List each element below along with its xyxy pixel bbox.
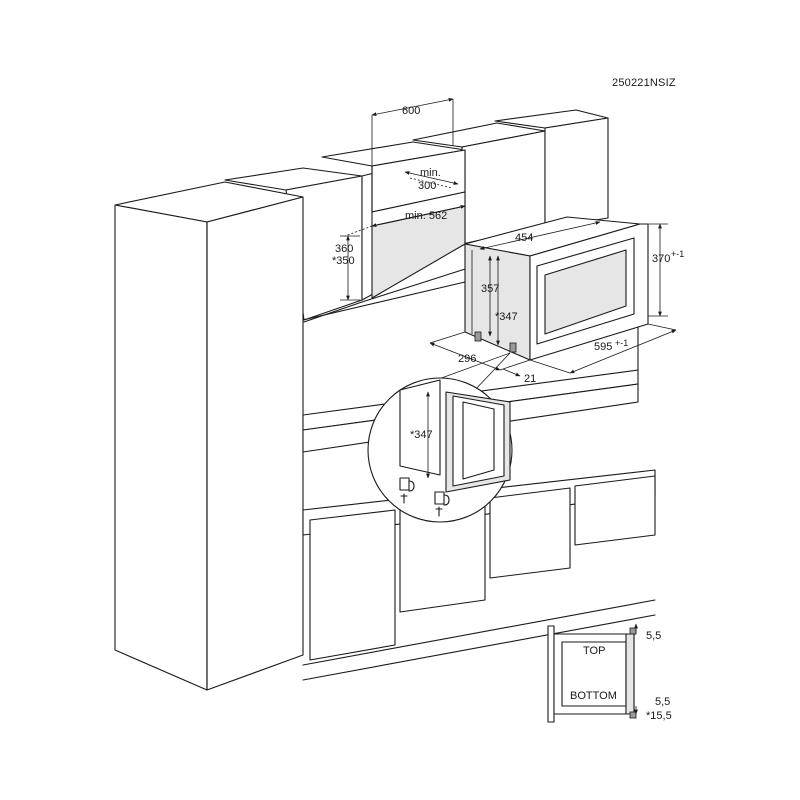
dim-oven-side-depth: 296 <box>458 353 476 365</box>
tall-cabinet <box>114 181 304 691</box>
upper-cabinets <box>224 109 609 323</box>
detail-circle: *347 <box>367 352 513 523</box>
dim-frame-height-tol: +-1 <box>671 249 684 259</box>
frame-bottom-gap-2: *15,5 <box>646 710 672 722</box>
dim-niche-width: 600 <box>402 105 420 117</box>
dim-frame-height: 370 <box>652 253 670 265</box>
dim-niche-depth: 300 <box>418 180 436 192</box>
dim-frame-width-tol: +-1 <box>615 338 628 348</box>
dim-niche-height: 360 <box>335 243 353 255</box>
dim-frame-offset: 21 <box>524 373 536 385</box>
dim-niche-height-alt: *350 <box>332 255 355 267</box>
dim-oven-height: 357 <box>481 283 499 295</box>
frame-top-label: TOP <box>583 645 605 657</box>
dim-frame-width: 595 <box>594 341 612 353</box>
dim-min-label: min. <box>420 167 441 179</box>
niche <box>344 149 466 301</box>
dim-oven-height-alt: *347 <box>495 311 518 323</box>
oven <box>464 216 649 361</box>
drawing-code: 250221NSIZ <box>612 77 676 89</box>
mounting-screw-icon <box>434 491 450 517</box>
frame-detail: TOP BOTTOM 5,5 5,5 *15,5 <box>547 623 672 723</box>
frame-bottom-gap-1: 5,5 <box>655 696 670 708</box>
dim-oven-depth: 454 <box>515 232 533 244</box>
frame-bottom-label: BOTTOM <box>570 690 617 702</box>
dimensions: 600 min. 300 min. 562 360 *350 454 357 *… <box>332 97 684 385</box>
frame-top-gap: 5,5 <box>646 630 661 642</box>
dim-detail-height: *347 <box>410 429 433 441</box>
mounting-clip-icon <box>399 477 415 504</box>
dim-niche-min-width: min. 562 <box>405 210 447 222</box>
